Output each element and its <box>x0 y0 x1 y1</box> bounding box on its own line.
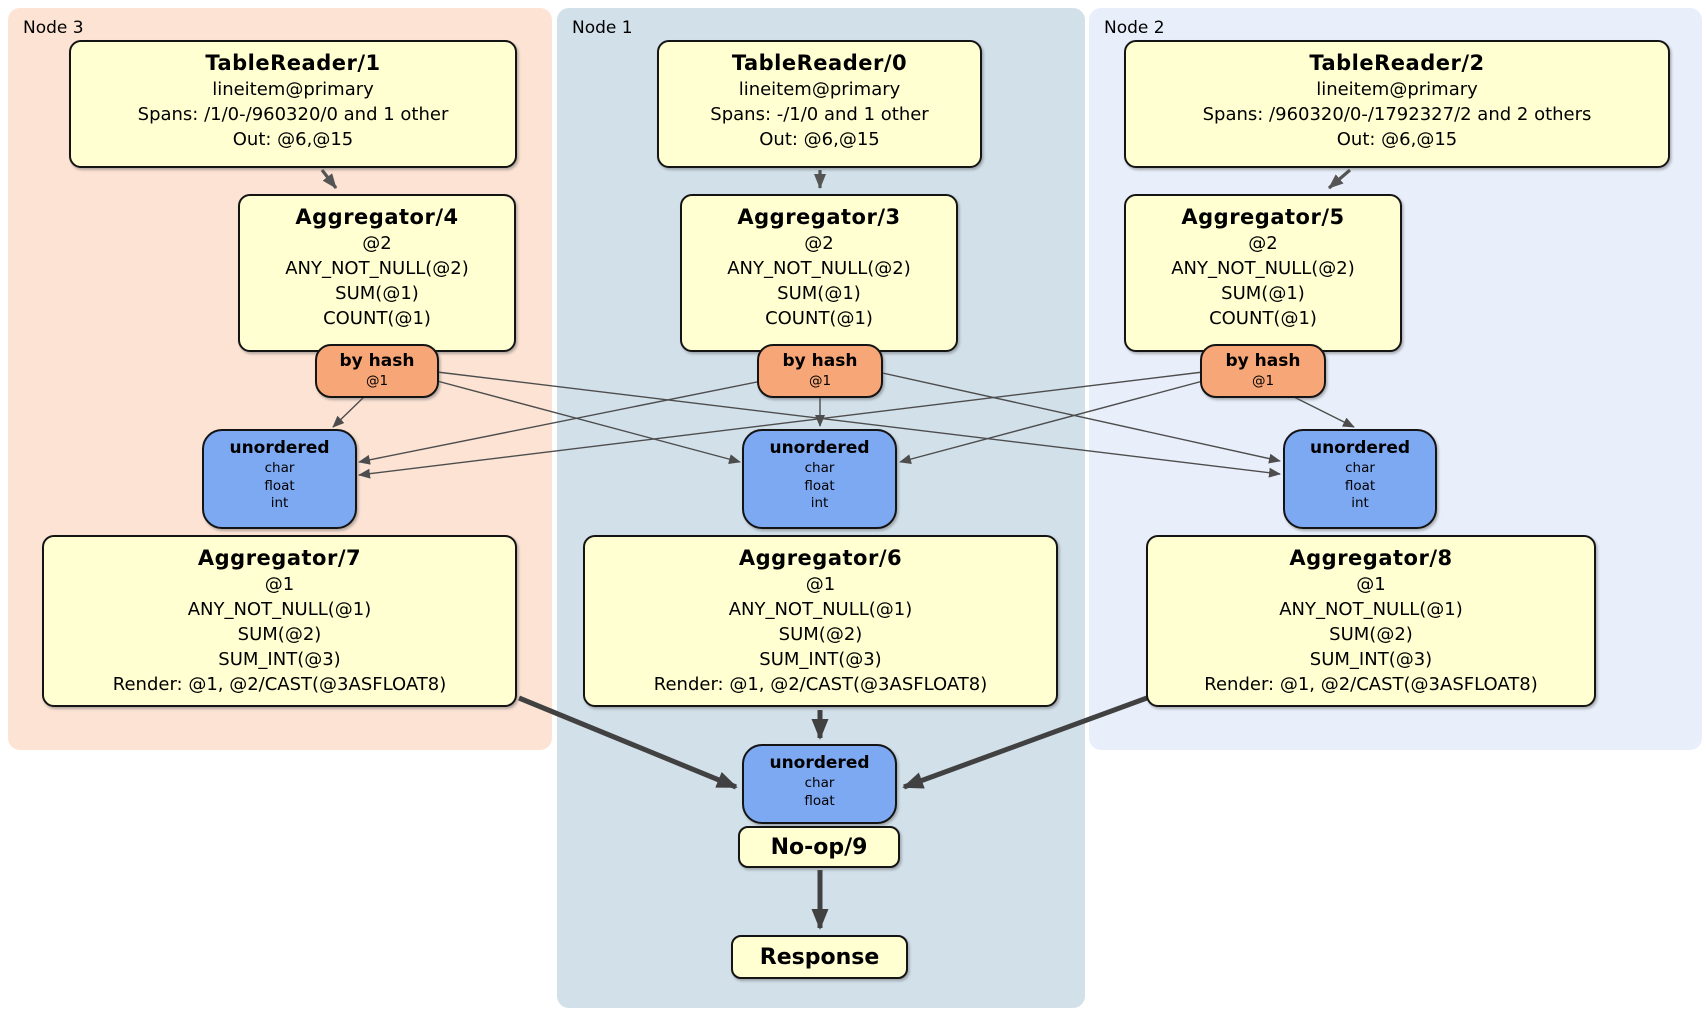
sync-col-int: int <box>270 495 289 511</box>
tablereader-2-spans: Spans: /960320/0-/1792327/2 and 2 others <box>1202 104 1592 125</box>
aggregator-3-fn3: COUNT(@1) <box>765 308 873 329</box>
sync-title: unordered <box>229 438 330 458</box>
aggregator-4-fn2: SUM(@1) <box>335 283 419 304</box>
node3-unordered-sync: unordered char float int <box>202 429 357 529</box>
aggregator-8-box: Aggregator/8 @1 ANY_NOT_NULL(@1) SUM(@2)… <box>1146 535 1596 707</box>
node1-panel-label: Node 1 <box>572 18 633 38</box>
tablereader-1-out: Out: @6,@15 <box>232 129 354 150</box>
aggregator-7-render: Render: @1, @2/CAST(@3ASFLOAT8) <box>112 674 447 695</box>
aggregator-8-fn2: SUM(@2) <box>1329 624 1413 645</box>
noop-9-title: No-op/9 <box>770 834 868 860</box>
node2-panel-label: Node 2 <box>1104 18 1165 38</box>
aggregator-6-fn3: SUM_INT(@3) <box>759 649 882 670</box>
aggregator-7-box: Aggregator/7 @1 ANY_NOT_NULL(@1) SUM(@2)… <box>42 535 517 707</box>
sync-title: unordered <box>769 438 870 458</box>
aggregator-4-fn1: ANY_NOT_NULL(@2) <box>285 258 469 279</box>
final-unordered-sync: unordered char float <box>742 744 897 824</box>
tablereader-2-box: TableReader/2 lineitem@primary Spans: /9… <box>1124 40 1670 168</box>
aggregator-5-box: Aggregator/5 @2 ANY_NOT_NULL(@2) SUM(@1)… <box>1124 194 1402 352</box>
aggregator-6-box: Aggregator/6 @1 ANY_NOT_NULL(@1) SUM(@2)… <box>583 535 1058 707</box>
aggregator-6-fn1: ANY_NOT_NULL(@1) <box>728 599 913 620</box>
tablereader-0-box: TableReader/0 lineitem@primary Spans: -/… <box>657 40 982 168</box>
aggregator-5-group: @2 <box>1248 233 1278 254</box>
aggregator-8-title: Aggregator/8 <box>1289 546 1453 570</box>
sync-col-float: float <box>804 792 835 809</box>
aggregator-5-fn2: SUM(@1) <box>1221 283 1305 304</box>
aggregator-6-title: Aggregator/6 <box>738 546 903 570</box>
aggregator-6-render: Render: @1, @2/CAST(@3ASFLOAT8) <box>653 674 988 695</box>
aggregator-7-fn1: ANY_NOT_NULL(@1) <box>187 599 372 620</box>
node1-by-hash-router: by hash @1 <box>757 344 883 398</box>
aggregator-7-group: @1 <box>264 574 295 595</box>
router-title: by hash <box>339 351 415 371</box>
tablereader-1-spans: Spans: /1/0-/960320/0 and 1 other <box>137 104 449 125</box>
aggregator-5-fn1: ANY_NOT_NULL(@2) <box>1171 258 1355 279</box>
tablereader-2-out: Out: @6,@15 <box>1336 129 1458 150</box>
sync-col-float: float <box>264 477 295 494</box>
sync-col-float: float <box>1344 477 1376 494</box>
tablereader-2-index: lineitem@primary <box>1316 79 1478 100</box>
sync-col-char: char <box>804 775 835 791</box>
router-title: by hash <box>1225 351 1301 371</box>
tablereader-2-title: TableReader/2 <box>1309 51 1485 75</box>
tablereader-0-out: Out: @6,@15 <box>759 129 880 150</box>
node2-by-hash-router: by hash @1 <box>1200 344 1326 398</box>
aggregator-4-fn3: COUNT(@1) <box>323 308 431 329</box>
sync-col-float: float <box>804 477 835 494</box>
aggregator-4-title: Aggregator/4 <box>295 205 459 229</box>
response-title: Response <box>759 944 880 970</box>
node1-unordered-sync: unordered char float int <box>742 429 897 529</box>
aggregator-5-fn3: COUNT(@1) <box>1209 308 1317 329</box>
node3-by-hash-router: by hash @1 <box>315 344 439 398</box>
router-title: by hash <box>782 351 858 371</box>
sync-col-char: char <box>1345 460 1375 476</box>
node2-unordered-sync: unordered char float int <box>1283 429 1437 529</box>
aggregator-7-title: Aggregator/7 <box>197 546 362 570</box>
response-box: Response <box>731 935 908 979</box>
aggregator-8-group: @1 <box>1356 574 1386 595</box>
aggregator-3-fn1: ANY_NOT_NULL(@2) <box>727 258 911 279</box>
tablereader-0-title: TableReader/0 <box>731 51 908 75</box>
router-key: @1 <box>365 373 389 389</box>
aggregator-7-fn2: SUM(@2) <box>237 624 322 645</box>
router-key: @1 <box>808 373 832 389</box>
aggregator-6-group: @1 <box>805 574 836 595</box>
router-key: @1 <box>1251 373 1275 389</box>
sync-col-int: int <box>810 495 829 511</box>
aggregator-8-render: Render: @1, @2/CAST(@3ASFLOAT8) <box>1204 674 1538 695</box>
tablereader-0-index: lineitem@primary <box>738 79 901 100</box>
aggregator-3-box: Aggregator/3 @2 ANY_NOT_NULL(@2) SUM(@1)… <box>680 194 958 352</box>
sync-col-char: char <box>804 460 835 476</box>
tablereader-1-title: TableReader/1 <box>205 51 381 75</box>
node3-panel-label: Node 3 <box>23 18 84 38</box>
tablereader-1-index: lineitem@primary <box>212 79 374 100</box>
sync-title: unordered <box>769 753 870 773</box>
sync-col-int: int <box>1351 495 1369 511</box>
aggregator-8-fn3: SUM_INT(@3) <box>1309 649 1433 670</box>
aggregator-6-fn2: SUM(@2) <box>778 624 863 645</box>
aggregator-7-fn3: SUM_INT(@3) <box>218 649 341 670</box>
aggregator-8-fn1: ANY_NOT_NULL(@1) <box>1279 599 1463 620</box>
aggregator-4-group: @2 <box>362 233 392 254</box>
aggregator-3-group: @2 <box>804 233 834 254</box>
tablereader-1-box: TableReader/1 lineitem@primary Spans: /1… <box>69 40 517 168</box>
aggregator-3-title: Aggregator/3 <box>737 205 901 229</box>
sync-title: unordered <box>1309 438 1411 458</box>
aggregator-3-fn2: SUM(@1) <box>777 283 861 304</box>
tablereader-0-spans: Spans: -/1/0 and 1 other <box>710 104 929 125</box>
aggregator-5-title: Aggregator/5 <box>1181 205 1345 229</box>
aggregator-4-box: Aggregator/4 @2 ANY_NOT_NULL(@2) SUM(@1)… <box>238 194 516 352</box>
noop-9-box: No-op/9 <box>738 826 900 868</box>
sync-col-char: char <box>264 460 295 476</box>
